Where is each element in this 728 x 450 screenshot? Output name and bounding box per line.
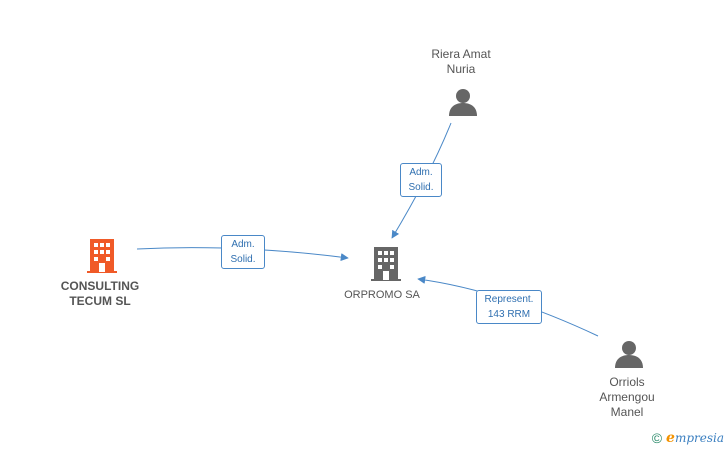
brand-logo-text: mpresia [674,431,724,445]
edge-label-riera-orpromo[interactable]: Adm. Solid. [400,163,442,197]
footer-brand: © empresia [652,430,724,446]
edge-label-line: Represent. [484,294,534,305]
brand-logo-initial: e [666,430,675,446]
building-icon[interactable] [87,239,117,273]
edge-label-line: Adm. [231,239,255,250]
copyright-icon: © [651,430,663,446]
node-label-line: Armengou [599,390,655,404]
node-label-orpromo-sa[interactable]: ORPROMO SA [332,288,432,303]
edge-label-line: Adm. [409,167,433,178]
node-label-consulting-tecum-sl[interactable]: CONSULTING TECUM SL [50,279,150,309]
node-label-riera-amat-nuria[interactable]: Riera Amat Nuria [411,47,511,77]
node-label-line: TECUM SL [69,294,131,308]
edge-label-line: Solid. [408,182,434,193]
node-label-line: Manel [610,405,644,419]
node-label-line: ORPROMO SA [344,289,420,301]
building-icon[interactable] [371,247,401,281]
node-label-line: Nuria [446,62,476,76]
edge-label-orriols-orpromo[interactable]: Represent. 143 RRM [476,290,542,324]
brand-logo[interactable]: empresia [666,430,724,446]
edge-label-consulting-orpromo[interactable]: Adm. Solid. [221,235,265,269]
person-icon[interactable] [615,341,643,368]
node-label-orriols-armengou-manel[interactable]: Orriols Armengou Manel [577,375,677,420]
node-label-line: CONSULTING [60,279,140,293]
node-label-line: Orriols [609,375,645,389]
edge-label-line: Solid. [230,254,256,265]
edge-label-line: 143 RRM [487,309,531,320]
person-icon[interactable] [449,89,477,116]
node-label-line: Riera Amat [431,47,491,61]
